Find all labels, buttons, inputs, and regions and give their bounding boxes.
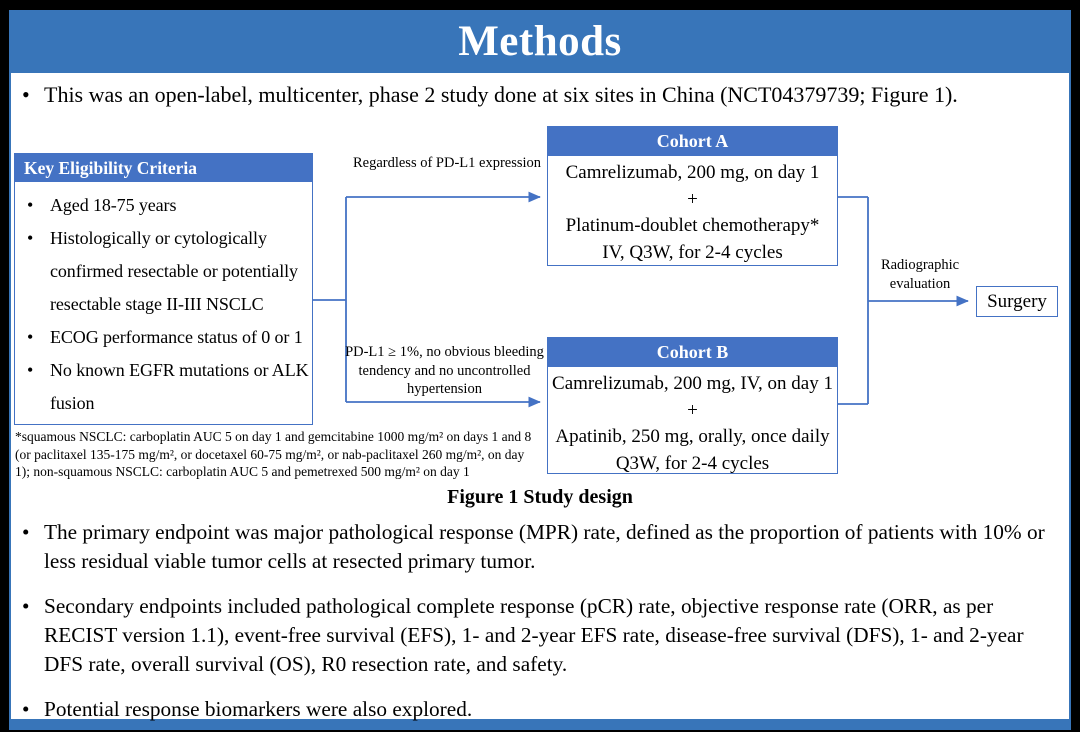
cohort-a-line: Camrelizumab, 200 mg, on day 1: [565, 162, 820, 183]
cohort-a-body: Camrelizumab, 200 mg, on day 1 + Platinu…: [548, 156, 837, 266]
intro-bullet: This was an open-label, multicenter, pha…: [20, 81, 1054, 108]
cohort-a-line: +: [687, 188, 698, 210]
page-title: Methods: [458, 18, 622, 65]
cohort-b-line: Q3W, for 2-4 cycles: [615, 452, 770, 474]
cohort-b-body: Camrelizumab, 200 mg, IV, on day 1 + Apa…: [548, 367, 837, 477]
eligibility-item: Aged 18-75 years: [25, 189, 310, 222]
eligibility-item: ECOG performance status of 0 or 1: [25, 321, 310, 354]
surgery-box: Surgery: [976, 286, 1058, 317]
cohort-b-line: Apatinib, 250 mg, orally, once daily: [555, 426, 830, 447]
eligibility-item: No known EGFR mutations or ALK fusion: [25, 354, 310, 420]
footer-bar: [9, 719, 1071, 730]
endpoint-bullets: The primary endpoint was major pathologi…: [20, 518, 1058, 732]
branch-label-cohort-a: Regardless of PD-L1 expression: [352, 155, 542, 171]
cohort-b-header: Cohort B: [548, 338, 837, 367]
cohort-b-line: Camrelizumab, 200 mg, IV, on day 1: [552, 373, 833, 394]
eligibility-box: Key Eligibility Criteria Aged 18-75 year…: [14, 153, 313, 425]
eligibility-list: Aged 18-75 years Histologically or cytol…: [15, 182, 312, 420]
cohort-a-box: Cohort A Camrelizumab, 200 mg, on day 1 …: [547, 126, 838, 266]
figure-caption: Figure 1 Study design: [447, 486, 633, 508]
eligibility-item: Histologically or cytologically confirme…: [25, 222, 310, 321]
radiographic-evaluation-label: Radiographic evaluation: [880, 257, 960, 292]
endpoint-bullet: Secondary endpoints included pathologica…: [20, 592, 1058, 679]
branch-label-cohort-b: PD-L1 ≥ 1%, no obvious bleeding tendency…: [345, 344, 544, 397]
cohort-b-box: Cohort B Camrelizumab, 200 mg, IV, on da…: [547, 337, 838, 474]
endpoint-bullet: Potential response biomarkers were also …: [20, 695, 1058, 724]
cohort-b-line: +: [687, 399, 698, 421]
eligibility-header: Key Eligibility Criteria: [15, 154, 312, 182]
title-bar: Methods: [9, 10, 1071, 73]
chemotherapy-footnote: *squamous NSCLC: carboplatin AUC 5 on da…: [15, 429, 532, 479]
endpoint-bullet: The primary endpoint was major pathologi…: [20, 518, 1058, 576]
cohort-a-header: Cohort A: [548, 127, 837, 156]
cohort-a-line: Platinum-doublet chemotherapy*: [565, 215, 820, 236]
cohort-a-line: IV, Q3W, for 2-4 cycles: [602, 241, 783, 263]
